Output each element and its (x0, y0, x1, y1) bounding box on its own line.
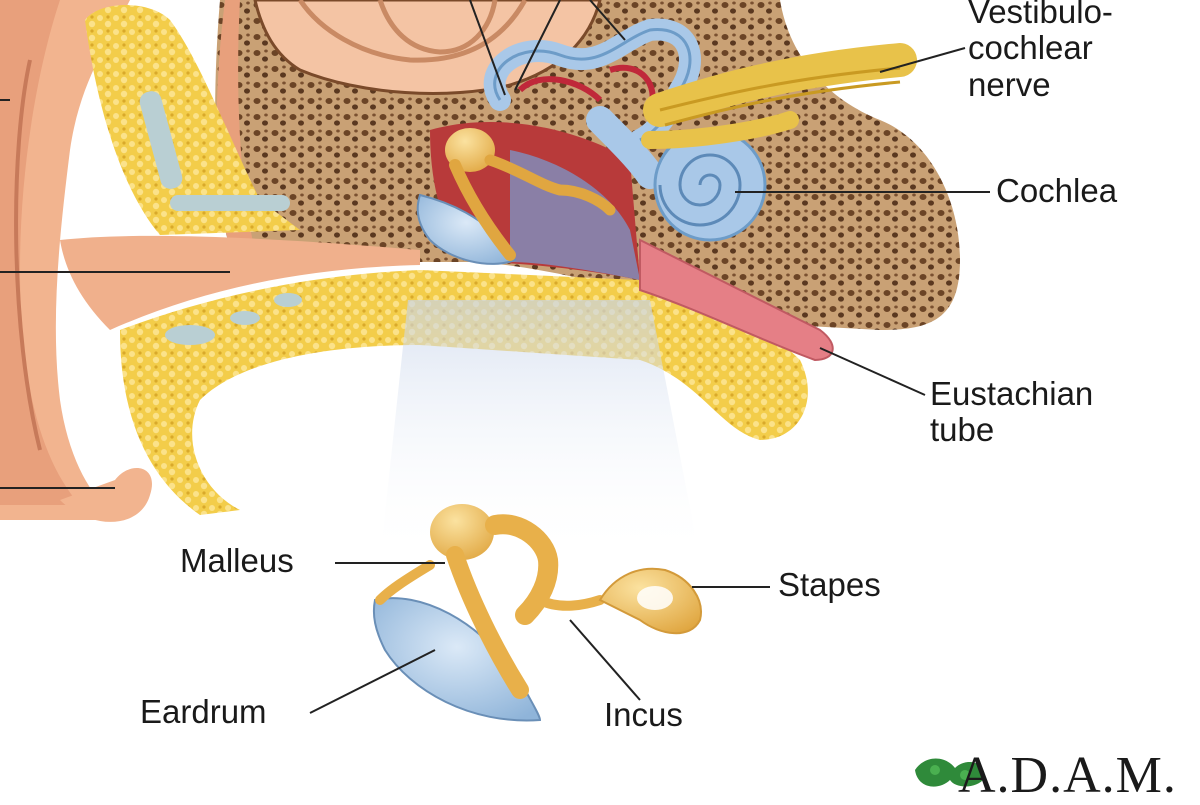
vestibulocochlear-nerve-label: Vestibulo- cochlear nerve (968, 0, 1113, 103)
eustachian-tube-label: Eustachian tube (930, 375, 1094, 449)
stapes-enlarged (598, 567, 702, 635)
eustachian-label-line2: tube (930, 411, 995, 449)
eardrum-label: Eardrum (140, 693, 267, 730)
eustachian-tube-shape (639, 238, 834, 362)
adam-logo-text: A.D.A.M. (958, 747, 1177, 804)
incus-label: Incus (604, 696, 683, 733)
incus-enlarged (485, 514, 605, 625)
malleus-label: Malleus (180, 542, 294, 579)
outer-ear (0, 0, 152, 522)
leader-lines (0, 0, 990, 714)
vestibulocochlear-label-line3: nerve (968, 65, 1051, 103)
vestibulocochlear-label-line1: Vestibulo- (968, 0, 1113, 30)
stapes-label: Stapes (778, 566, 881, 603)
cochlea-label: Cochlea (996, 172, 1118, 209)
malleus-enlarged (375, 504, 529, 699)
magnification-beam (380, 300, 700, 560)
eustachian-label-line1: Eustachian (930, 375, 1094, 412)
brain-region (253, 0, 602, 95)
vestibulocochlear-label-line2: cochlear (968, 29, 1093, 67)
ear-canal (60, 235, 420, 330)
vestibulocochlear-nerve (641, 43, 917, 149)
adam-logo-icon (915, 758, 985, 787)
ossicles-in-situ (416, 128, 616, 265)
eardrum-enlarged (372, 597, 542, 722)
